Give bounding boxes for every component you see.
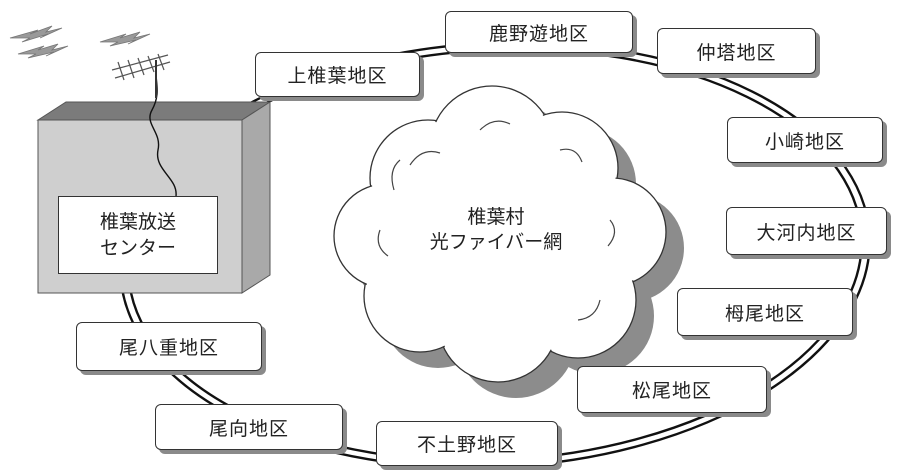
district-label: 栂尾地区 xyxy=(724,302,805,325)
district-kanoasobi: 鹿野遊地区 xyxy=(445,11,633,53)
cloud-label-line1: 椎葉村 xyxy=(467,206,525,228)
district-label: 尾八重地区 xyxy=(118,337,219,359)
district-fudono: 不土野地区 xyxy=(376,421,558,466)
cloud-label-line2: 光ファイバー網 xyxy=(429,231,563,253)
district-matsuo: 松尾地区 xyxy=(577,366,767,413)
district-label: 仲塔地区 xyxy=(696,41,777,64)
district-label: 不土野地区 xyxy=(416,434,517,456)
district-label: 上椎葉地区 xyxy=(287,65,388,87)
district-label: 尾向地区 xyxy=(208,417,289,440)
district-label: 鹿野遊地区 xyxy=(488,22,589,45)
district-kamishiiba: 上椎葉地区 xyxy=(255,52,420,97)
district-label: 大河内地区 xyxy=(756,221,857,244)
district-omukai: 尾向地区 xyxy=(155,404,343,450)
antenna-icon xyxy=(111,53,171,98)
fiber-network-cloud xyxy=(333,85,684,398)
district-okawachi: 大河内地区 xyxy=(726,207,887,255)
broadcast-center-label: 椎葉放送 センター xyxy=(58,196,218,274)
district-label: 小崎地区 xyxy=(764,130,845,153)
district-tabuo: 栂尾地区 xyxy=(677,288,853,336)
center-label-line2: センター xyxy=(99,237,176,259)
district-nakato: 仲塔地区 xyxy=(657,28,816,74)
district-kozaki: 小崎地区 xyxy=(727,117,883,163)
center-label-line1: 椎葉放送 xyxy=(99,211,176,233)
fiber-network-label: 椎葉村 光ファイバー網 xyxy=(396,205,596,255)
district-obae: 尾八重地区 xyxy=(76,322,262,371)
lightning-icon xyxy=(9,25,151,59)
district-label: 松尾地区 xyxy=(631,380,712,402)
